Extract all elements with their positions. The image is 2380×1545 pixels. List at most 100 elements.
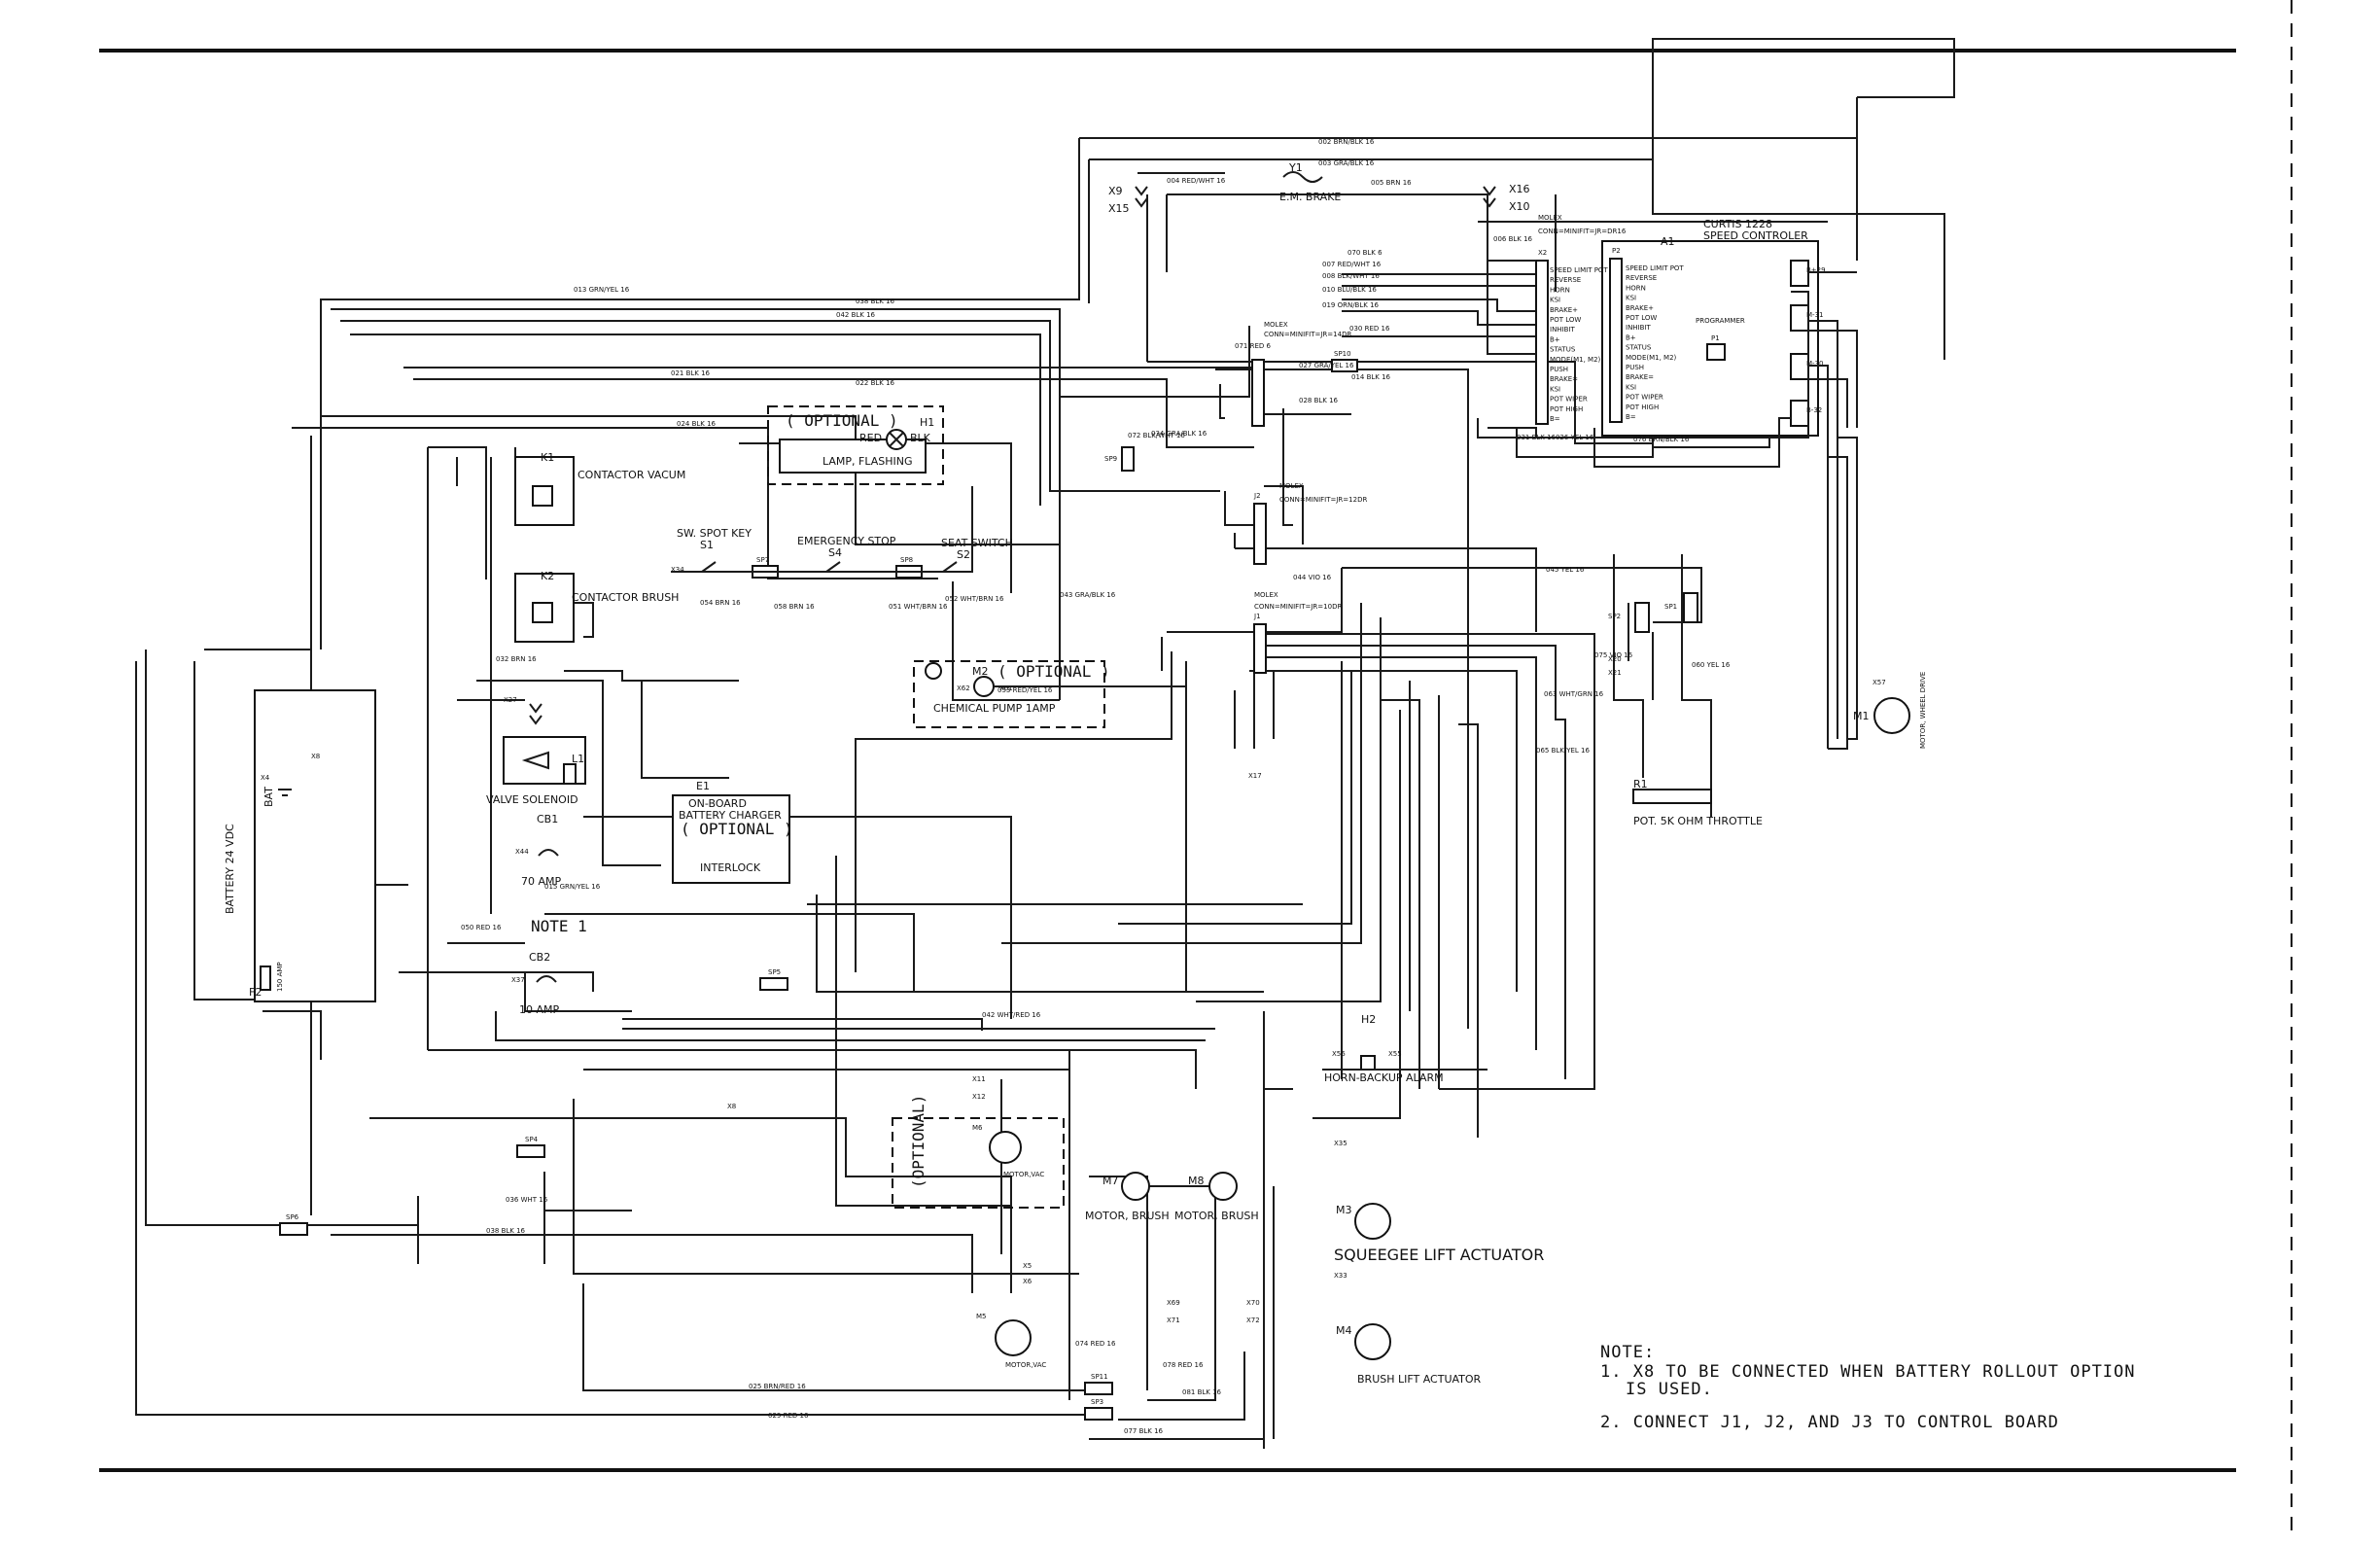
lamp-flashing-label: LAMP, FLASHING (822, 455, 913, 468)
wire-label: 015 GRN/YEL 16 (544, 883, 601, 891)
pin-label: POT HIGH (1626, 404, 1659, 411)
x21-label: X21 (1608, 669, 1622, 677)
cb1-label: CB1 (537, 813, 558, 825)
pin-label: KSI (1626, 383, 1636, 391)
wire-label: 051 WHT/BRN 16 (889, 603, 948, 611)
wire-labels: 002 BRN/BLK 16 003 GRA/BLK 16 004 RED/WH… (461, 138, 1731, 1435)
wire-label: 042 WHT/RED 16 (982, 1011, 1041, 1019)
sp10-label: SP10 (1334, 350, 1351, 358)
sp5-label: SP5 (768, 968, 781, 976)
wire-label: 042 BLK 16 (836, 311, 876, 319)
pin-label: HORN (1626, 284, 1646, 292)
pin-label: BRAKE= (1550, 375, 1578, 383)
pin-label: BRAKE= (1626, 373, 1654, 381)
wire-label: 044 VIO 16 (1293, 574, 1332, 581)
motor-icon (1873, 697, 1910, 734)
x12-label: X12 (972, 1093, 986, 1101)
m4-label: M4 (1336, 1324, 1352, 1337)
wire-label: 004 RED/WHT 16 (1167, 177, 1226, 185)
on-board-label: ON-BOARD (688, 797, 747, 810)
wire-label: 038 BLK 16 (486, 1227, 526, 1235)
note-line-1: 1. X8 TO BE CONNECTED WHEN BATTERY ROLLO… (1600, 1362, 2136, 1382)
x44-label: X44 (515, 848, 529, 856)
x71-label: X71 (1167, 1317, 1180, 1324)
switch-row: SW. SPOT KEY S1 EMERGENCY STOP S4 SEAT S… (671, 486, 1013, 579)
lamp-red-label: RED (859, 432, 882, 444)
pin-label: SPEED LIMIT POT (1550, 266, 1608, 274)
pin-label: INHIBIT (1550, 326, 1575, 334)
x5-label: X5 (1023, 1262, 1032, 1270)
pin-label: BRAKE+ (1550, 306, 1578, 314)
splices: SP4 SP6 SP5 SP3 SP11 SP9 X8 X17 (279, 446, 1262, 1421)
motor-icon (995, 1319, 1032, 1356)
molex-a-sub: CONN=MINIFIT=JR=DR16 (1538, 228, 1627, 235)
wire-label: 052 WHT/BRN 16 (945, 595, 1004, 603)
throttle-group: SP2 SP1 X20 X21 R1 POT. 5K OHM THROTTLE (1608, 592, 1763, 827)
pin-label: B+ (1626, 334, 1636, 341)
m6-label: M6 (972, 1124, 983, 1132)
horn-group: H2 X56 X55 HORN-BACKUP ALARM (1322, 1013, 1488, 1084)
j2-label: J2 (1253, 492, 1261, 500)
pump-motor-icon (973, 676, 995, 697)
wire-label: 003 GRA/BLK 16 (1318, 159, 1375, 167)
bat-label: BAT (262, 787, 275, 807)
wire-label: 030 RED 16 (1349, 325, 1390, 333)
wire-label: 005 BRN 16 (1371, 179, 1412, 187)
x72-label: X72 (1246, 1317, 1260, 1324)
pin-label: INHIBIT (1626, 324, 1651, 332)
molex-b-label: MOLEX (1264, 321, 1288, 329)
motor-brush-label-1: MOTOR, BRUSH (1085, 1210, 1170, 1222)
x20-label: X20 (1608, 655, 1622, 663)
molex-b-sub: CONN=MINIFIT=JR=14DR (1264, 331, 1351, 338)
contactor-brush-label: CONTACTOR BRUSH (572, 591, 679, 604)
wire-label: 014 BLK 16 (1351, 373, 1391, 381)
pin-label: REVERSE (1626, 274, 1657, 282)
x8-label: X8 (727, 1103, 736, 1110)
motor-icon (1121, 1172, 1150, 1201)
cb2-amp-label: 10 AMP (519, 1003, 560, 1016)
brush-lift-label: BRUSH LIFT ACTUATOR (1357, 1373, 1482, 1386)
wire-label: 074 RED 16 (1075, 1340, 1116, 1348)
x56-label: X56 (1332, 1050, 1346, 1058)
squeegee-actuator: M3 X35 SQUEEGEE LIFT ACTUATOR (1334, 1140, 1544, 1264)
terminal-m-minus: M-31 (1806, 311, 1823, 319)
e1-label: E1 (696, 780, 710, 792)
wire-label: 013 GRN/YEL 16 (574, 286, 630, 294)
wire-label: 054 BRN 16 (700, 599, 741, 607)
m7-label: M7 (1102, 1175, 1119, 1187)
lamp-flashing-group: ( OPTIONAL ) RED BLK H1 LAMP, FLASHING (767, 405, 944, 485)
m2-label: M2 (972, 665, 989, 678)
wire-label: 019 ORN/BLK 16 (1322, 301, 1380, 309)
pin-label: REVERSE (1550, 276, 1581, 284)
motor-icon (989, 1131, 1022, 1164)
vac-motor-optional: (OPTIONAL) X11 X12 M6 MOTOR,VAC (892, 1075, 1065, 1209)
molex-a-label: MOLEX (1538, 214, 1562, 222)
x55-label: X55 (1388, 1050, 1402, 1058)
wire-label: 065 BLK/YEL 16 (1536, 747, 1591, 755)
curtis-title: CURTIS 1228 (1703, 218, 1772, 230)
molex-12dr: MOLEX CONN=MINIFIT=JR=12DR J2 (1253, 482, 1367, 565)
valve-solenoid-group: X27 L1 VALVE SOLENOID (486, 696, 586, 806)
coil-icon (532, 485, 553, 507)
wire-label: 038 BLK 16 (856, 298, 895, 305)
contactor-vacum-label: CONTACTOR VACUM (578, 469, 685, 481)
em-brake-group: X9 X15 X16 X10 Y1 E.M. BRAKE (1108, 161, 1530, 215)
charger-optional-label: ( OPTIONAL ) (681, 820, 793, 838)
pin-label: MODE(M1, M2) (1550, 356, 1601, 364)
cb2-label: CB2 (529, 951, 550, 964)
wire-label: 076 BRN/BLK 16 (1633, 436, 1690, 443)
note1-label: NOTE 1 (531, 917, 587, 935)
terminal-b-plus: B+29 (1806, 266, 1826, 274)
sp7-label: SP7 (756, 556, 769, 564)
pin-label: POT LOW (1550, 316, 1581, 324)
x10-label: X10 (1509, 200, 1530, 213)
note-line-1b: IS USED. (1626, 1380, 1713, 1399)
pin-label: KSI (1550, 297, 1560, 304)
x6-label: X6 (1023, 1278, 1032, 1285)
wire-label: 050 RED 16 (461, 924, 502, 931)
s1-label: S1 (700, 539, 714, 551)
x61-label: X61 (999, 685, 1013, 692)
horn-label: HORN-BACKUP ALARM (1324, 1071, 1444, 1084)
wire-label: 058 BRN 16 (774, 603, 815, 611)
seat-switch-label: SEAT SWITCH (941, 537, 1013, 549)
